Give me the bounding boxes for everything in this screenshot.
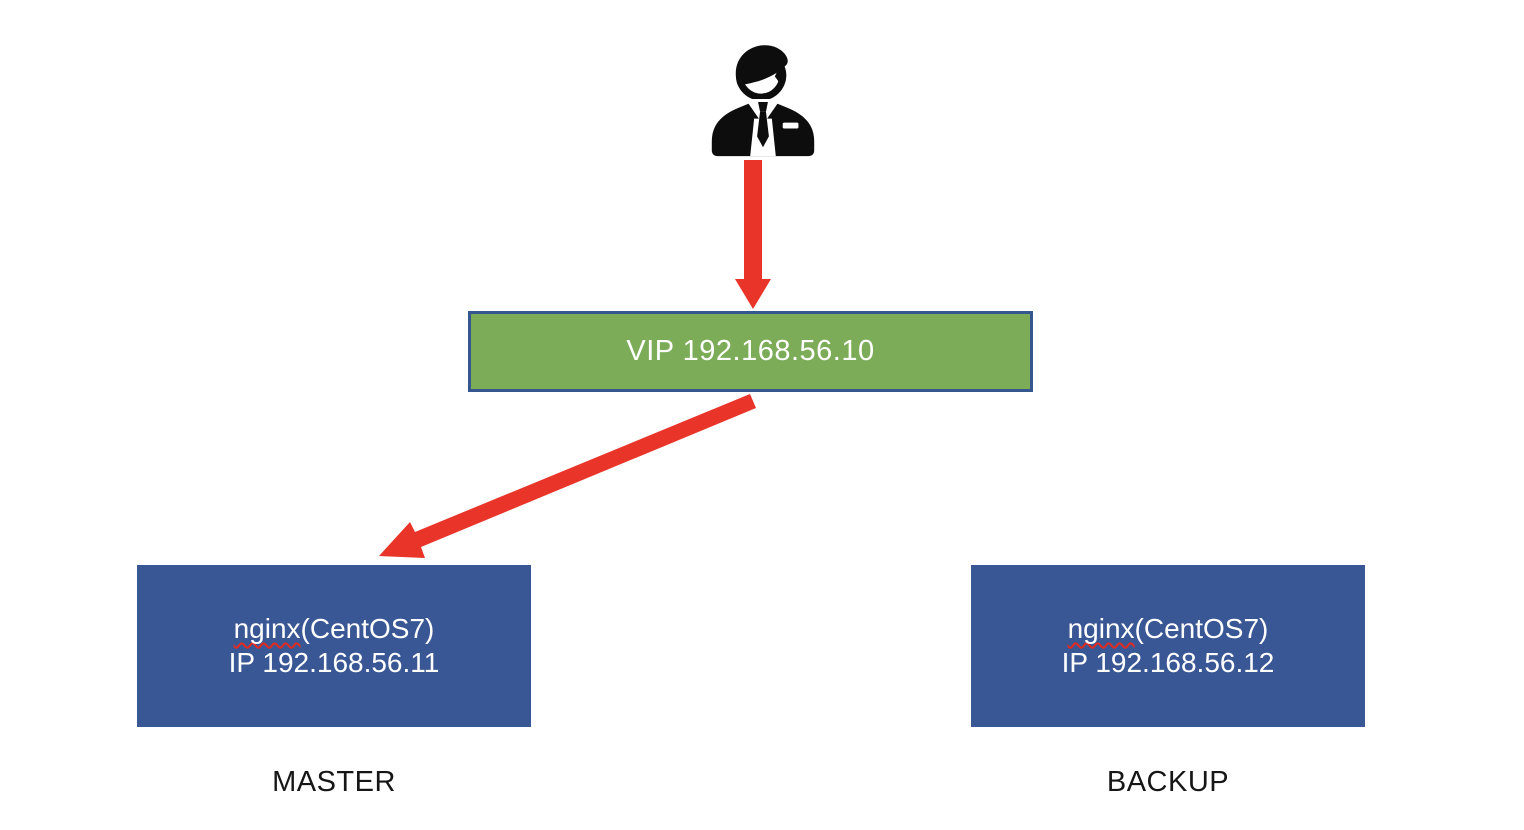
node-backup-name-os: (CentOS7) bbox=[1134, 613, 1269, 644]
backup-label: BACKUP bbox=[1106, 766, 1230, 798]
node-master-box: nginx(CentOS7) IP 192.168.56.11 bbox=[137, 565, 531, 727]
vip-box: VIP 192.168.56.10 bbox=[468, 311, 1033, 392]
node-master-name-nginx: nginx bbox=[233, 613, 301, 644]
businessman-icon bbox=[711, 45, 815, 157]
node-backup-ip: IP 192.168.56.12 bbox=[1061, 647, 1275, 678]
arrow-vip-to-master bbox=[379, 394, 756, 558]
master-label: MASTER bbox=[272, 766, 396, 798]
node-master-name: nginx(CentOS7) bbox=[234, 612, 435, 646]
arrow-user-to-vip bbox=[735, 160, 771, 309]
node-master-ip: IP 192.168.56.11 bbox=[228, 647, 440, 678]
client-user-icon bbox=[699, 39, 827, 157]
node-master-name-os: (CentOS7) bbox=[300, 613, 435, 644]
vip-label: VIP 192.168.56.10 bbox=[626, 335, 875, 367]
node-backup-name: nginx(CentOS7) bbox=[1068, 612, 1269, 646]
node-backup-name-nginx: nginx bbox=[1067, 613, 1135, 644]
node-backup-box: nginx(CentOS7) IP 192.168.56.12 bbox=[971, 565, 1365, 727]
